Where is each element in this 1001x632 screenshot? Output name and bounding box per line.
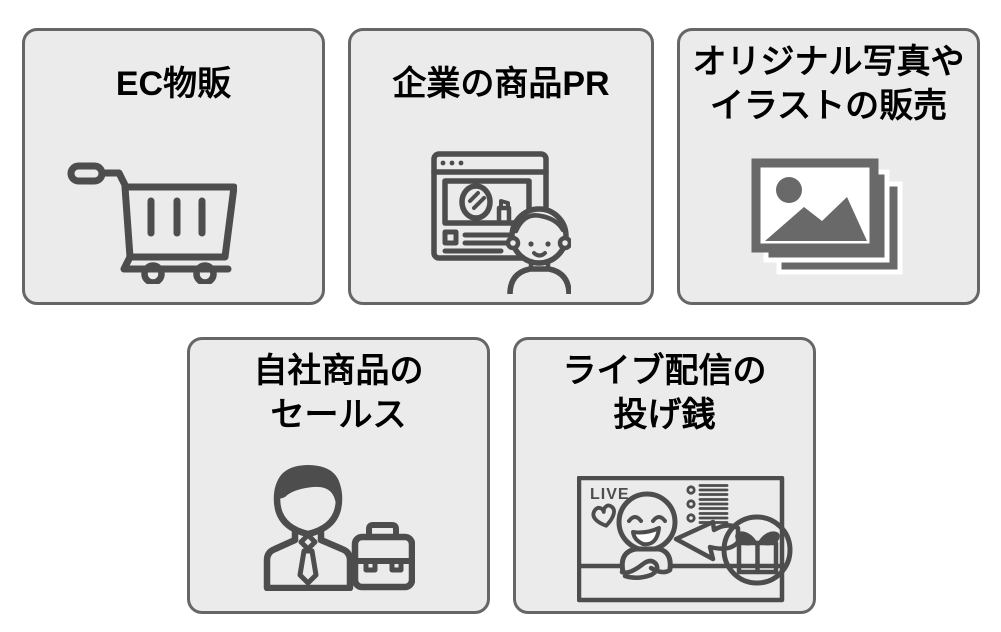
card-title-line: イラストの販売	[709, 87, 948, 125]
chat-list	[686, 484, 729, 524]
card-title: 企業の商品PR	[351, 31, 651, 133]
tip-arrow	[673, 519, 741, 562]
card-corporate-product-pr: 企業の商品PR	[348, 28, 654, 305]
businessman-briefcase-icon	[263, 464, 415, 591]
shopping-cart-icon	[67, 162, 237, 284]
card-title-line: 投げ銭	[613, 396, 716, 434]
card-title-line: 自社商品の	[253, 351, 424, 390]
product-review-browser-icon	[431, 151, 571, 294]
card-ec-sales: EC物販	[22, 28, 325, 305]
card-own-product-sales: 自社商品の セールス	[187, 337, 490, 614]
gift	[721, 514, 793, 586]
card-title: 自社商品の セールス	[190, 340, 487, 442]
card-title-line: 企業の商品PR	[392, 64, 610, 103]
card-title-line: EC物販	[115, 64, 232, 103]
photo-stack-icon	[751, 158, 903, 274]
card-title: EC物販	[25, 31, 322, 133]
card-title-line: オリジナル写真や	[692, 42, 965, 81]
card-live-stream-tipping: ライブ配信の 投げ銭 LIVE	[513, 337, 816, 614]
card-title: ライブ配信の 投げ銭	[516, 340, 813, 442]
happy-viewer	[616, 491, 678, 580]
card-title-line: ライブ配信の	[562, 351, 767, 390]
card-title-line: セールス	[270, 396, 407, 434]
live-stream-gift-icon: LIVE	[577, 476, 793, 603]
card-title: オリジナル写真や イラストの販売	[680, 31, 977, 133]
card-photo-illustration-sales: オリジナル写真や イラストの販売	[677, 28, 980, 305]
live-badge-label: LIVE	[590, 486, 630, 503]
